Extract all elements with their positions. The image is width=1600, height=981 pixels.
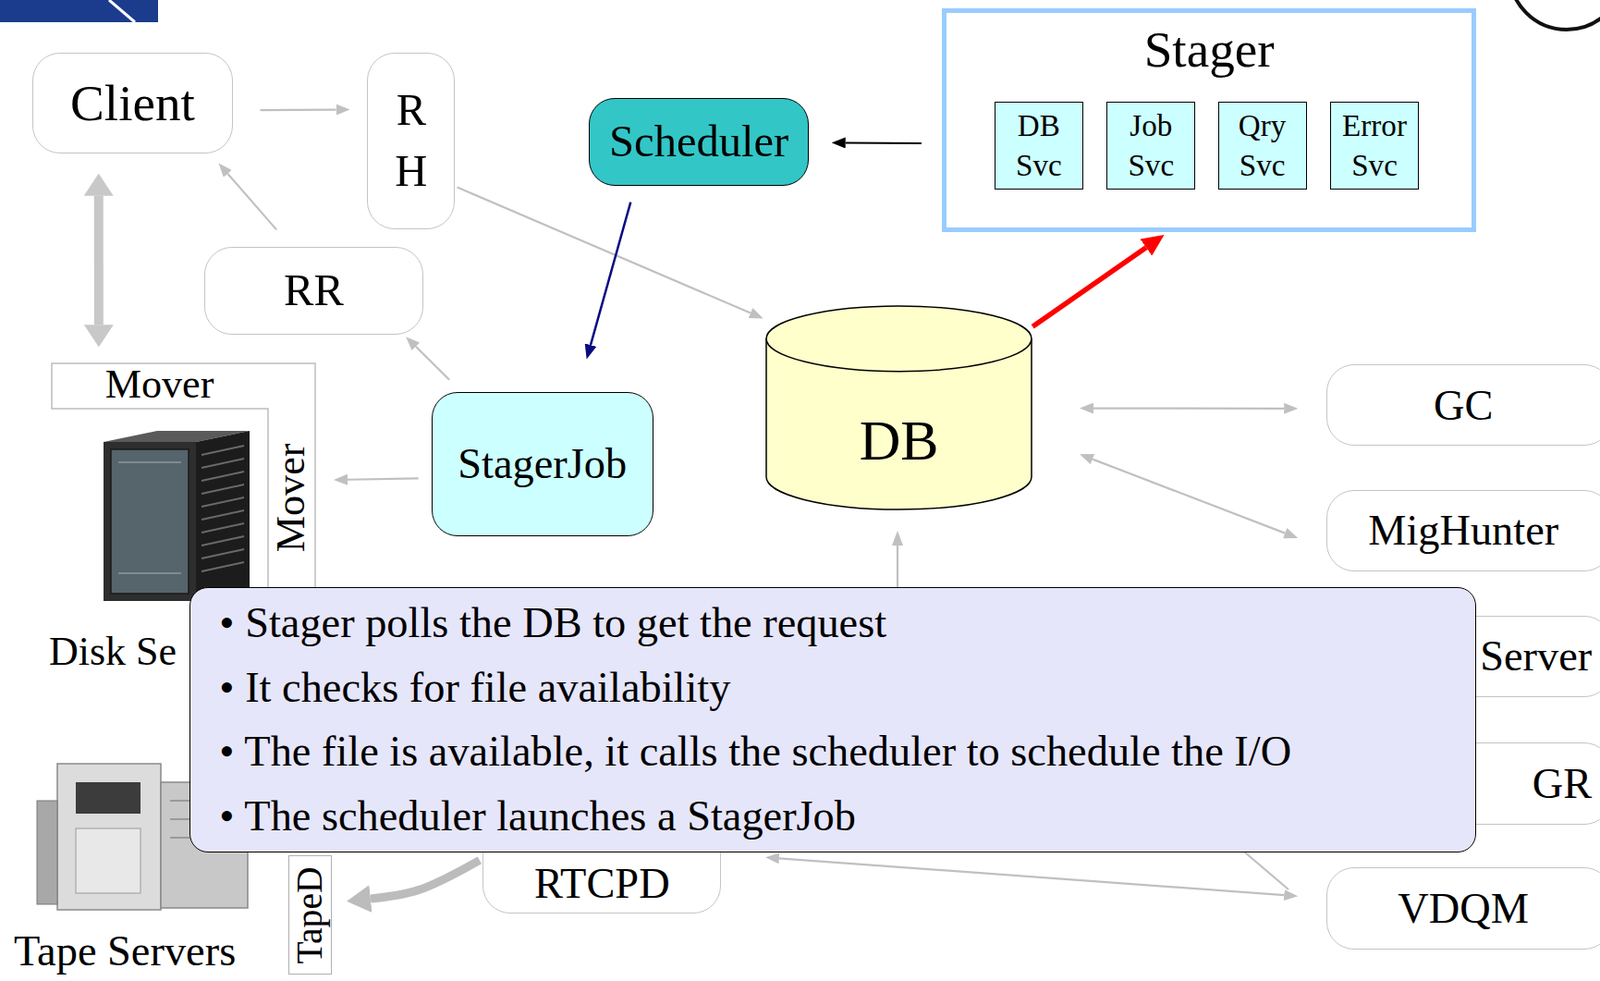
service-box: Qry Svc (1218, 101, 1307, 190)
connector-arrow (779, 857, 1284, 895)
cylinder-outline (765, 305, 1033, 511)
client-box: Client (32, 52, 233, 153)
callout-box: • Stager polls the DB to get the request… (189, 586, 1477, 853)
connector-arrow (370, 859, 480, 899)
logo-right (1509, 0, 1600, 30)
daemon-box: GC (1326, 364, 1600, 446)
scheduler-box: Scheduler (588, 97, 809, 186)
node-label: • The file is available, it calls the sc… (219, 719, 1292, 784)
connector-arrow (94, 195, 104, 326)
component-label: Disk Se (48, 629, 177, 674)
stager-box: Stager DB Svc Job Svc Qry Svc Error Svc (941, 8, 1477, 233)
node-label: Job Svc (1127, 105, 1174, 185)
connector-arrow (259, 108, 336, 111)
node-label: Server (1479, 631, 1592, 681)
connector-arrow (1092, 459, 1285, 534)
node-label: MigHunter (1367, 505, 1559, 555)
daemon-box: VDQM (1326, 867, 1600, 949)
node-label: Qry Svc (1238, 105, 1287, 185)
database-cylinder: DB (765, 305, 1033, 511)
connector-arrow (347, 477, 419, 479)
node-label: Mover (105, 361, 215, 409)
stagerjob-box: StagerJob (431, 391, 654, 537)
connector-arrow (415, 346, 450, 380)
node-label: Mover (268, 442, 317, 552)
node-label: Stager (1144, 20, 1275, 79)
handler-box: R H (366, 52, 455, 230)
service-box: DB Svc (994, 101, 1084, 190)
mover-frame: MoverMover (50, 362, 317, 602)
connector-arrow (590, 202, 631, 346)
node-label: Scheduler (609, 116, 789, 169)
component-label: Tape Servers (13, 927, 236, 975)
node-label: RTCPD (534, 859, 671, 907)
node-label: GC (1433, 380, 1493, 430)
node-label: • The scheduler launches a StagerJob (219, 783, 856, 849)
connector-arrow (227, 173, 277, 230)
node-label: TapeD (289, 866, 332, 964)
node-label: GR (1532, 758, 1592, 808)
replier-box: RR (204, 246, 424, 335)
node-label: RR (283, 265, 344, 318)
connector-arrow (845, 141, 922, 145)
connector-arrow (1032, 247, 1147, 328)
service-box: Job Svc (1106, 101, 1196, 190)
node-label: DB (859, 407, 940, 474)
node-label: Client (70, 73, 196, 133)
node-label: • It checks for file availability (219, 655, 731, 721)
logo-left (0, 0, 159, 23)
daemon-box: MigHunter (1326, 489, 1600, 572)
node-label: • Stager polls the DB to get the request (219, 590, 887, 656)
connector-arrow (1093, 406, 1284, 409)
node-label: Error Svc (1342, 105, 1407, 185)
node-label: StagerJob (457, 439, 627, 489)
tape-daemon-strip: TapeD (288, 854, 331, 975)
service-box: Error Svc (1330, 101, 1419, 190)
disk-server-illustration (103, 430, 250, 601)
node-label: DB Svc (1015, 105, 1063, 185)
node-label: R H (394, 80, 428, 202)
node-label: VDQM (1397, 883, 1529, 933)
